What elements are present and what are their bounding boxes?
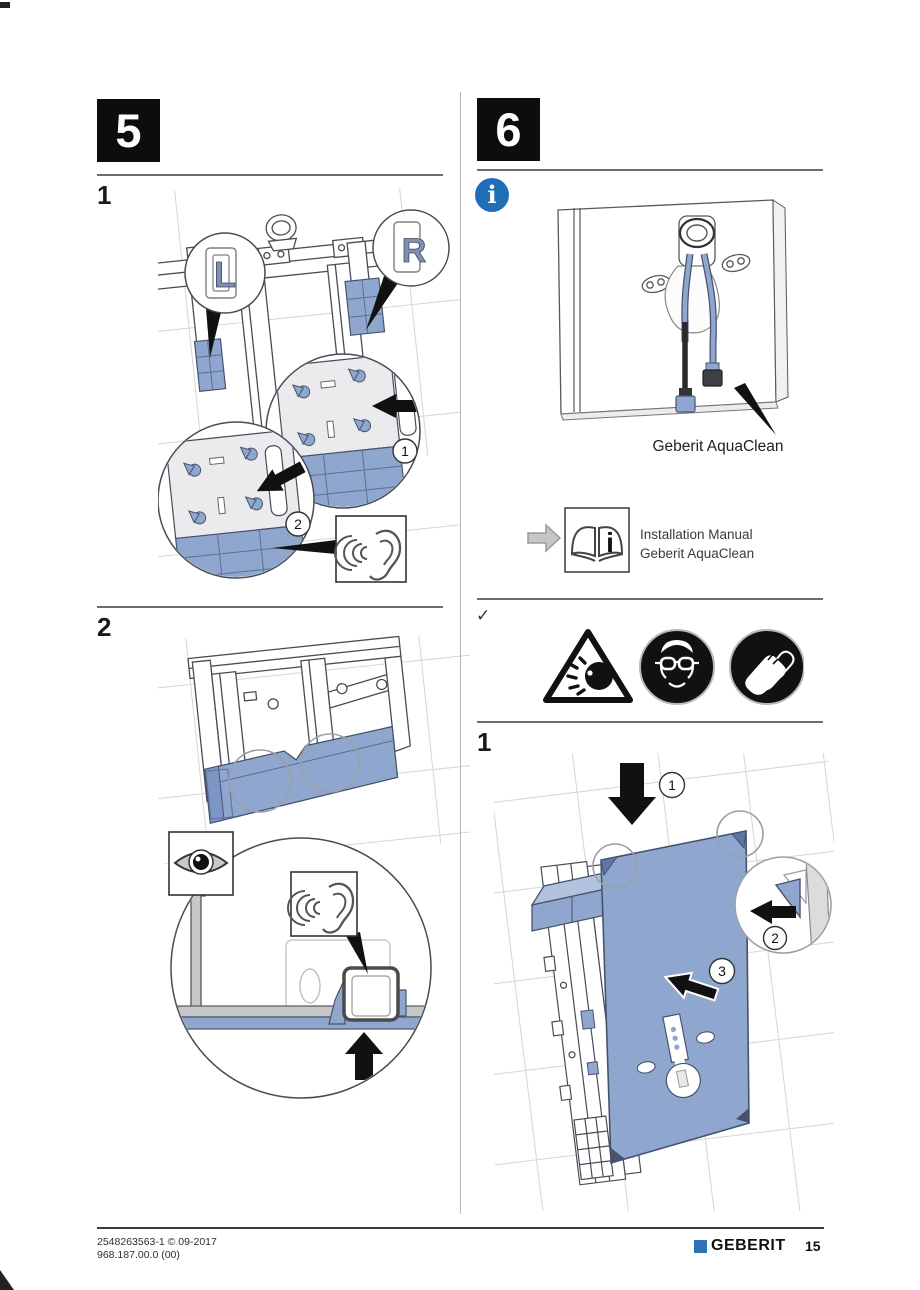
section-5-number: 5 <box>115 104 142 157</box>
callout-2: 2 <box>294 516 302 532</box>
figure-5-1-frame-mounting: L R <box>158 188 460 583</box>
manual-note: Installation Manual Geberit AquaClean <box>640 525 754 563</box>
step-5-2-label: 2 <box>97 612 112 642</box>
brand-logo: GEBERIT <box>694 1237 786 1255</box>
marker-right: R <box>402 232 427 270</box>
corner-detail-circle-left <box>592 843 638 889</box>
check-circle-right <box>300 733 360 793</box>
step-divider <box>477 721 823 723</box>
footer-codes: 2548263563-1 © 09-2017 968.187.00.0 (00) <box>97 1236 217 1262</box>
eye-icon <box>168 831 234 896</box>
product-label: Geberit AquaClean <box>652 438 784 455</box>
section-5-number-box: 5 <box>97 99 160 162</box>
scan-artifact <box>0 2 10 8</box>
check-circle-left <box>228 749 292 813</box>
ear-icon <box>272 515 407 583</box>
corner-detail-circle-right <box>716 810 764 858</box>
brand-logo-square <box>694 1239 707 1253</box>
manual-note-line1: Installation Manual <box>640 527 753 542</box>
front-panel <box>600 830 750 1165</box>
callout-2: 2 <box>771 931 779 946</box>
brand-logo-text: GEBERIT <box>711 1237 786 1254</box>
figure-6-1-panel-mounting: 1 2 3 <box>494 753 834 1211</box>
scan-artifact <box>0 1270 14 1290</box>
callout-3: 3 <box>718 963 726 979</box>
page-number: 15 <box>805 1238 821 1254</box>
safety-icons-row <box>543 629 804 705</box>
column-divider <box>460 92 461 1214</box>
step-6-1-label: 1 <box>477 727 492 757</box>
footer-rule <box>97 1227 824 1229</box>
marker-left-circle: L <box>184 232 266 358</box>
callout-1: 1 <box>668 777 676 793</box>
section-6-rule <box>477 169 823 171</box>
label-pointer <box>734 383 776 435</box>
figure-5-2-frame-check <box>158 636 470 864</box>
section-6-number-box: 6 <box>477 98 540 161</box>
flying-particles-warning-icon <box>543 629 633 703</box>
eye-protection-icon <box>639 629 715 705</box>
protective-gloves-icon <box>729 629 804 705</box>
callout-1: 1 <box>401 443 409 459</box>
detail-circle-2: 2 <box>158 421 315 579</box>
frame-illustration <box>158 188 460 558</box>
step-5-1-label: 1 <box>97 180 112 210</box>
proceed-arrow-icon <box>527 523 562 553</box>
ear-icon <box>287 871 358 937</box>
info-icon: i <box>475 178 509 212</box>
marker-left: L <box>214 254 236 295</box>
figure-6-wall-connections <box>557 199 789 435</box>
book-i-glyph: i <box>606 527 614 558</box>
prereq-divider <box>477 598 823 600</box>
insert-down-arrow-icon <box>608 763 656 825</box>
section-6-number: 6 <box>495 103 522 156</box>
prereq-checkmark: ✓ <box>476 606 491 625</box>
installation-manual-icon: i <box>564 507 630 573</box>
step-divider <box>97 606 443 608</box>
figure-5-2-detail <box>168 831 432 1099</box>
info-glyph: i <box>487 180 497 209</box>
corner-piece-detail: 2 <box>734 856 832 954</box>
press-up-arrow-icon <box>345 1032 383 1080</box>
slide-arrow-icon <box>663 971 720 1002</box>
manual-note-line2: Geberit AquaClean <box>640 546 755 561</box>
marker-right-circle: R <box>366 209 450 330</box>
part-code: 968.187.00.0 (00) <box>97 1249 180 1261</box>
section-5-rule <box>97 174 443 176</box>
doc-code: 2548263563-1 © 09-2017 <box>97 1236 217 1248</box>
